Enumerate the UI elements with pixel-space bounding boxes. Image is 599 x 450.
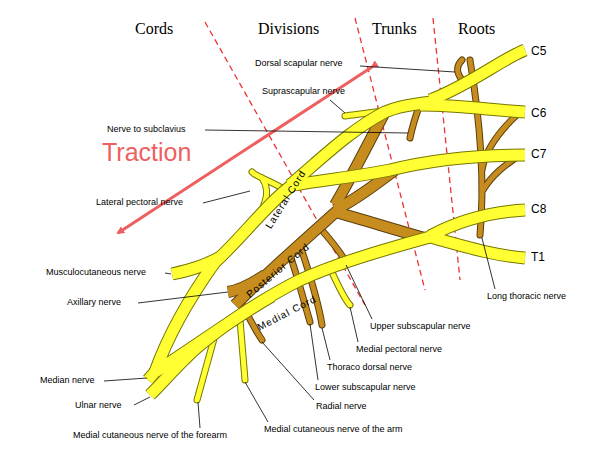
nerve-label: Radial nerve	[316, 401, 367, 411]
nerve-label: Nerve to subclavius	[107, 124, 186, 134]
root-label: C6	[531, 107, 546, 121]
nerve-label: Musculocutaneous nerve	[46, 267, 146, 277]
nerve-label: Long thoracic nerve	[487, 291, 566, 301]
nerve-label: Axillary nerve	[67, 297, 121, 307]
root-label: T1	[531, 251, 545, 265]
column-heading: Trunks	[372, 20, 417, 38]
nerve-label: Median nerve	[40, 375, 95, 385]
column-heading: Roots	[458, 20, 495, 38]
nerve-label: Medial pectoral nerve	[356, 344, 442, 354]
root-label: C7	[531, 148, 546, 162]
column-heading: Divisions	[258, 20, 319, 38]
nerve-label: Medial cutaneous nerve of the arm	[264, 424, 403, 434]
nerve-label: Upper subscapular nerve	[370, 321, 471, 331]
traction-label: Traction	[102, 138, 191, 167]
nerve-label: Medial cutaneous nerve of the forearm	[73, 430, 227, 440]
root-label: C8	[531, 203, 546, 217]
nerve-label: Dorsal scapular nerve	[255, 58, 343, 68]
column-heading: Cords	[135, 20, 173, 38]
nerve-label: Suprascapular nerve	[262, 86, 345, 96]
nerve-label: Ulnar nerve	[75, 400, 122, 410]
nerve-label: Lower subscapular nerve	[315, 382, 416, 392]
nerve-label: Lateral pectoral nerve	[96, 197, 183, 207]
nerve-label: Thoraco dorsal nerve	[327, 362, 412, 372]
root-label: C5	[531, 45, 546, 59]
